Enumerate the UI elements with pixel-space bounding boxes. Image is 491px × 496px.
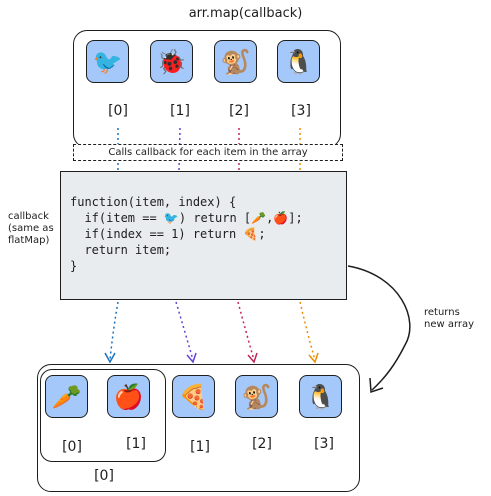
returns-label-line: new array — [424, 319, 475, 330]
calls-note: Calls callback for each item in the arra… — [73, 144, 343, 161]
arrow-to-output-1 — [175, 301, 194, 361]
arrowhead-output-0 — [104, 352, 116, 364]
arrowhead-output-1 — [186, 352, 197, 364]
monkey-icon: 🐒 — [235, 375, 278, 418]
monkey-icon: 🐒 — [214, 40, 257, 83]
output-index-0: [0] — [94, 468, 114, 484]
diagram-title: arr.map(callback) — [188, 6, 303, 21]
output-index-1: [1] — [190, 439, 210, 455]
arrow-to-output-3 — [299, 301, 316, 361]
bird-icon: 🐦 — [86, 40, 129, 83]
input-index-3: [3] — [291, 103, 311, 119]
callback-label-line: flatMap) — [8, 235, 50, 246]
code-line: return item; — [70, 243, 172, 257]
output-array-box — [37, 364, 360, 492]
code-line: if(index == 1) return 🍕; — [70, 227, 266, 241]
code-line: function(item, index) { — [70, 195, 237, 209]
input-index-1: [1] — [170, 103, 190, 119]
arrow-to-output-0 — [109, 301, 119, 361]
returns-label: returns new array — [424, 307, 474, 331]
pizza-icon: 🍕 — [243, 227, 259, 241]
output-index-2: [2] — [252, 436, 272, 452]
returns-arrow — [347, 265, 411, 391]
nested-index-1: [1] — [126, 436, 146, 452]
penguin-icon: 🐧 — [299, 375, 342, 418]
nested-index-0: [0] — [62, 439, 82, 455]
returns-arrowhead — [369, 377, 384, 394]
returns-label-line: returns — [424, 307, 460, 318]
output-index-3: [3] — [314, 436, 334, 452]
pizza-icon: 🍕 — [172, 375, 215, 418]
ladybug-icon: 🐞 — [150, 40, 193, 83]
apple-icon: 🍎 — [107, 375, 150, 418]
callback-label: callback (same as flatMap) — [8, 211, 54, 247]
bird-icon: 🐦 — [163, 211, 179, 225]
arrow-to-output-2 — [237, 301, 255, 361]
arrowhead-output-3 — [308, 352, 319, 364]
callback-label-line: callback — [8, 211, 49, 222]
callback-label-line: (same as — [8, 223, 54, 234]
nested-array-box — [40, 369, 166, 462]
carrot-icon: 🥕 — [45, 375, 88, 418]
apple-icon: 🍎 — [273, 211, 289, 225]
penguin-icon: 🐧 — [277, 40, 320, 83]
arrowhead-output-2 — [247, 352, 258, 364]
carrot-icon: 🥕 — [251, 211, 267, 225]
input-index-0: [0] — [108, 103, 128, 119]
callback-code: function(item, index) { if(item == 🐦) re… — [70, 194, 303, 274]
input-index-2: [2] — [229, 103, 249, 119]
code-line: if(item == 🐦) return [🥕,🍎]; — [70, 211, 303, 225]
callback-code-box — [60, 171, 347, 300]
code-line: } — [70, 259, 78, 273]
